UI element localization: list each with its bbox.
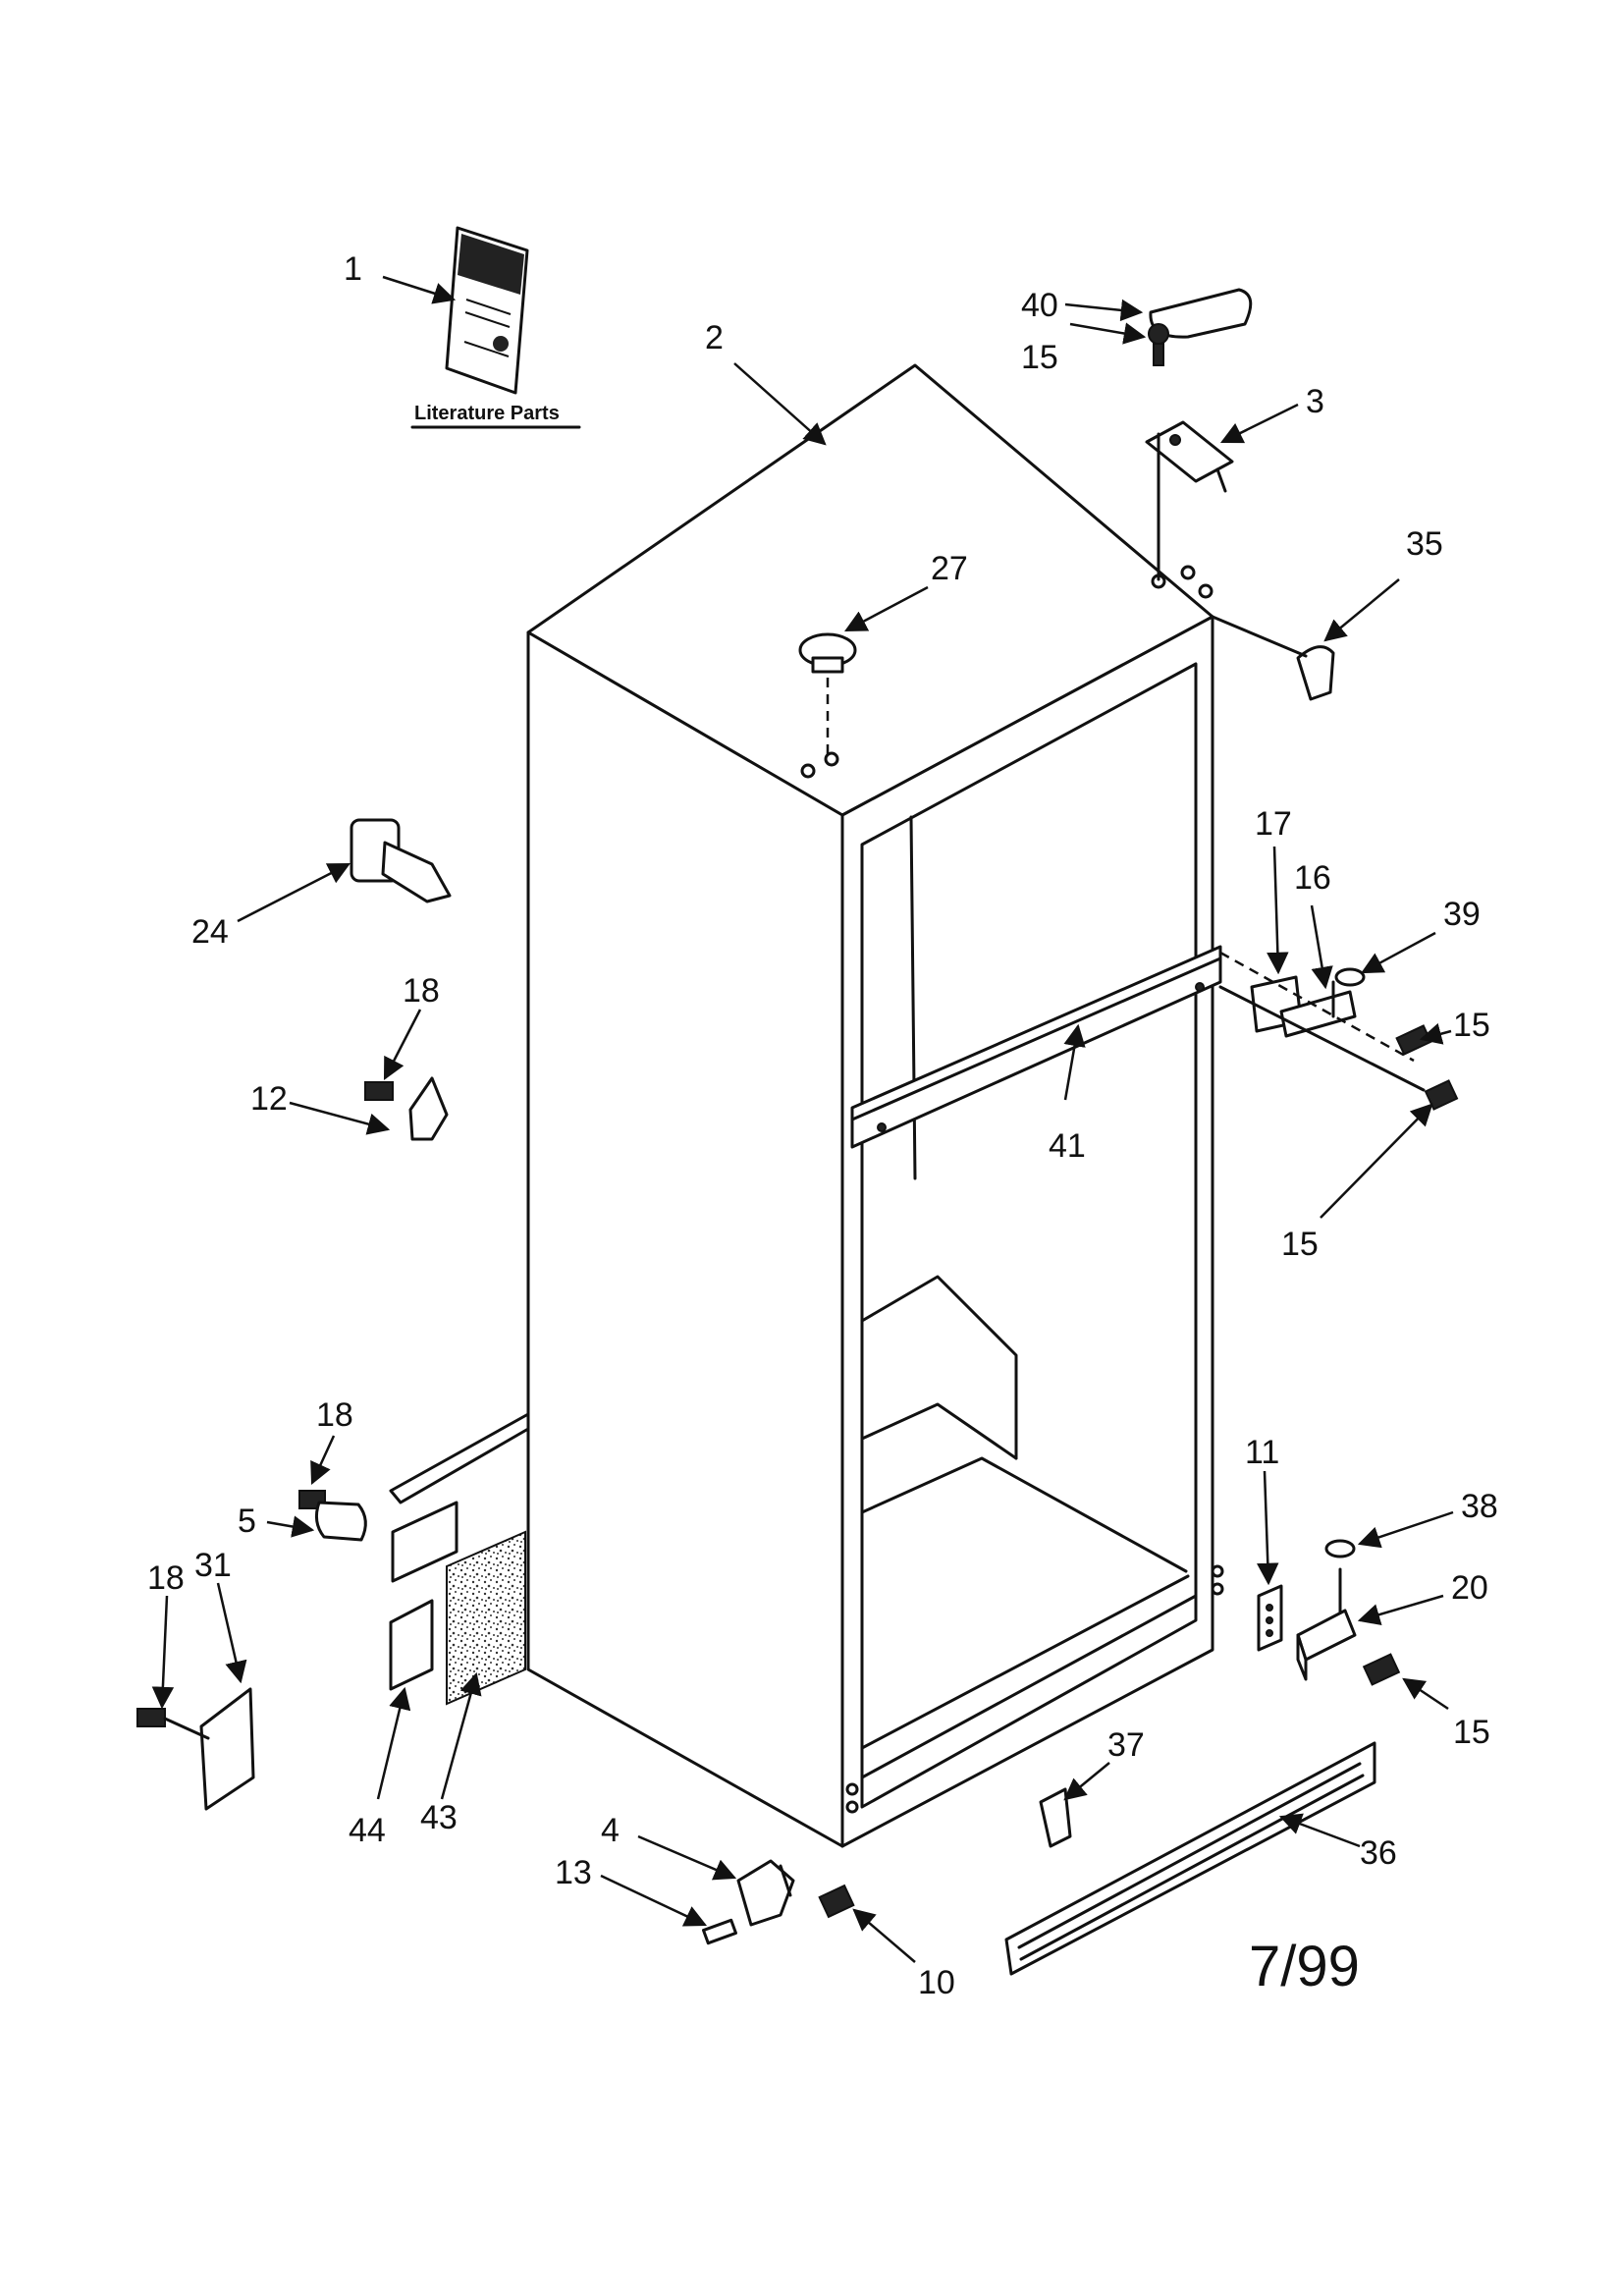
divider-bar: [850, 945, 1222, 1149]
cover-31: [136, 1687, 255, 1811]
callout-44: 44: [349, 1812, 386, 1849]
callout-35: 35: [1406, 525, 1443, 563]
callout-18: 18: [403, 972, 440, 1010]
callout-18: 18: [316, 1396, 353, 1434]
callout-20: 20: [1451, 1569, 1488, 1607]
callout-11: 11: [1245, 1434, 1279, 1471]
callout-27: 27: [931, 550, 968, 587]
callout-4: 4: [601, 1812, 620, 1849]
kick-plate-36: [1004, 1741, 1376, 1976]
top-plug: [798, 632, 857, 756]
hinge-screw-top: [1148, 323, 1169, 366]
literature-label: Literature Parts: [414, 403, 560, 424]
clip-37: [1039, 1787, 1072, 1848]
callout-10: 10: [918, 1964, 955, 2001]
insulation-pad-43: [446, 1530, 526, 1706]
spacer-11: [1257, 1584, 1283, 1652]
callout-12: 12: [250, 1080, 288, 1118]
callout-31: 31: [194, 1547, 232, 1584]
door-stop: [350, 818, 452, 903]
callout-2: 2: [705, 319, 724, 356]
cabinet: [526, 363, 1224, 1848]
callout-36: 36: [1360, 1834, 1397, 1872]
bracket-44: [389, 1412, 530, 1691]
callout-43: 43: [420, 1799, 458, 1836]
callout-40: 40: [1021, 287, 1058, 324]
callout-15: 15: [1453, 1714, 1490, 1751]
callout-16: 16: [1294, 859, 1331, 897]
callout-15: 15: [1453, 1007, 1490, 1044]
callout-1: 1: [344, 250, 362, 288]
callout-15: 15: [1281, 1226, 1319, 1263]
callout-37: 37: [1107, 1726, 1145, 1764]
callout-18: 18: [147, 1559, 185, 1597]
callout-17: 17: [1255, 805, 1292, 843]
callout-38: 38: [1461, 1488, 1498, 1525]
callout-39: 39: [1443, 896, 1481, 933]
screw-10: [818, 1884, 855, 1919]
leader-lines: [151, 275, 1454, 1963]
callout-13: 13: [555, 1854, 592, 1891]
middle-hinge: [1218, 951, 1426, 1092]
hinge-clip: [1211, 615, 1335, 701]
callout-5: 5: [238, 1503, 256, 1540]
callouts: 1 2 40 15 3 35 27 17 16 39 15 41 15 24 1…: [147, 250, 1498, 2001]
bracket-12: [364, 1076, 449, 1141]
hinge-bracket-5: [298, 1490, 367, 1542]
screw-13: [702, 1918, 737, 1945]
callout-41: 41: [1049, 1127, 1086, 1165]
top-hinge: [1145, 420, 1234, 581]
callout-3: 3: [1306, 383, 1324, 420]
leveling-leg-4: [736, 1859, 795, 1927]
callout-15: 15: [1021, 339, 1058, 376]
literature-booklet: Literature Parts: [410, 226, 581, 429]
callout-24: 24: [191, 913, 229, 951]
date-code: 7/99: [1249, 1935, 1360, 1998]
bottom-hinge: [1296, 1539, 1401, 1686]
